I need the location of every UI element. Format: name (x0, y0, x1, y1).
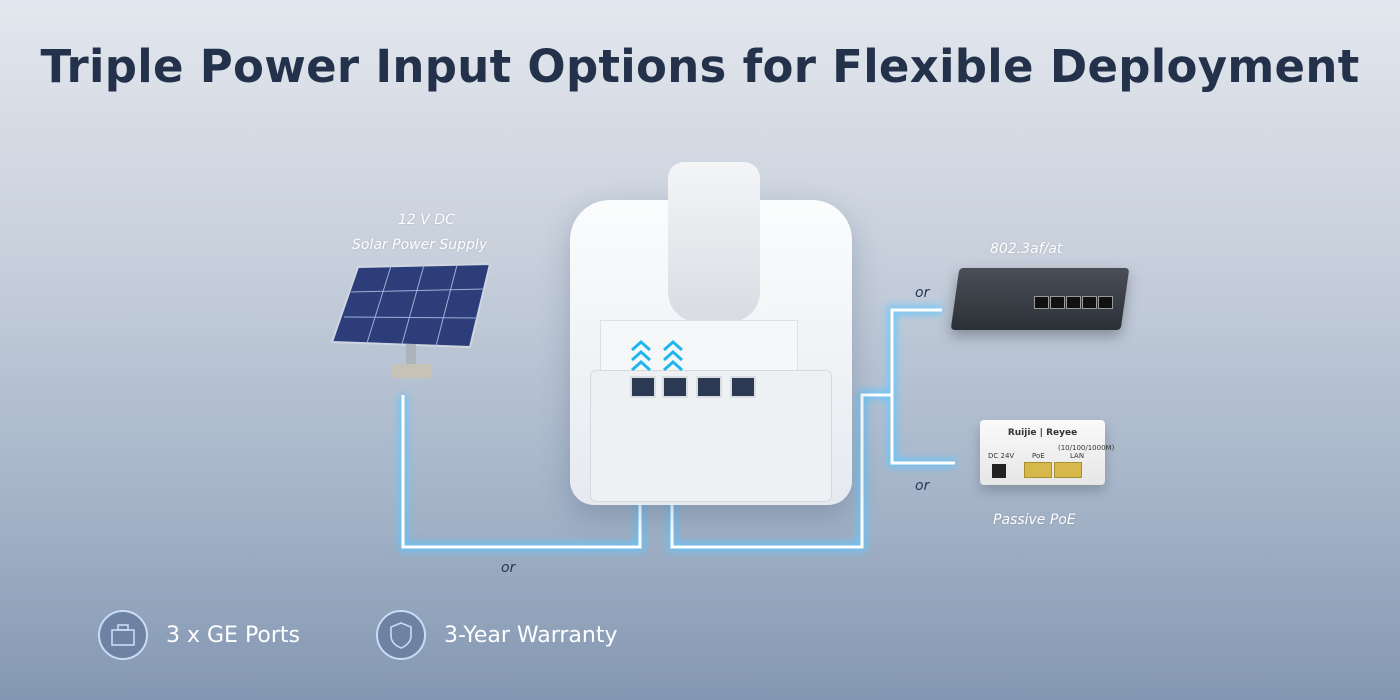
injector-lan-port (1054, 462, 1082, 478)
poe-power-line (670, 308, 942, 549)
port-2 (662, 376, 688, 398)
passive-poe-line (890, 395, 955, 465)
or-label: or (915, 478, 930, 494)
switch-port (1034, 296, 1049, 309)
port-3 (696, 376, 722, 398)
switch-port (1066, 296, 1081, 309)
switch-port (1050, 296, 1065, 309)
or-label: or (915, 285, 930, 301)
passive-poe-injector-image: Ruijie | Reyee DC 24V PoE (10/100/1000M)… (980, 420, 1114, 485)
or-label: or (501, 560, 516, 576)
shield-icon (376, 610, 426, 660)
switch-port (1082, 296, 1097, 309)
feature-ports-label: 3 x GE Ports (166, 622, 301, 648)
passive-poe-label: Passive PoE (993, 512, 1076, 528)
injector-poe-port (1024, 462, 1052, 478)
feature-ports: 3 x GE Ports (98, 610, 300, 660)
pole-mount (668, 162, 760, 322)
solar-panel-image (330, 262, 492, 378)
solar-supply-label: Solar Power Supply (352, 237, 488, 253)
ethernet-port-icon (98, 610, 148, 660)
injector-lan-label: LAN (1070, 452, 1085, 460)
port-4 (730, 376, 756, 398)
page-title: Triple Power Input Options for Flexible … (40, 40, 1360, 93)
switch-port (1098, 296, 1113, 309)
device-label-panel (600, 320, 798, 372)
injector-dc-label: DC 24V (988, 452, 1015, 460)
port-1 (630, 376, 656, 398)
poe-standard-label: 802.3af/at (990, 241, 1063, 257)
injector-poe-label: PoE (1032, 452, 1045, 460)
feature-warranty-label: 3-Year Warranty (444, 622, 618, 648)
injector-lan-speed: (10/100/1000M) (1058, 444, 1115, 452)
injector-brand: Ruijie | Reyee (1007, 428, 1078, 438)
solar-voltage-label: 12 V DC (398, 212, 455, 228)
upward-arrows-icon (631, 339, 683, 372)
feature-warranty: 3-Year Warranty (376, 610, 618, 660)
